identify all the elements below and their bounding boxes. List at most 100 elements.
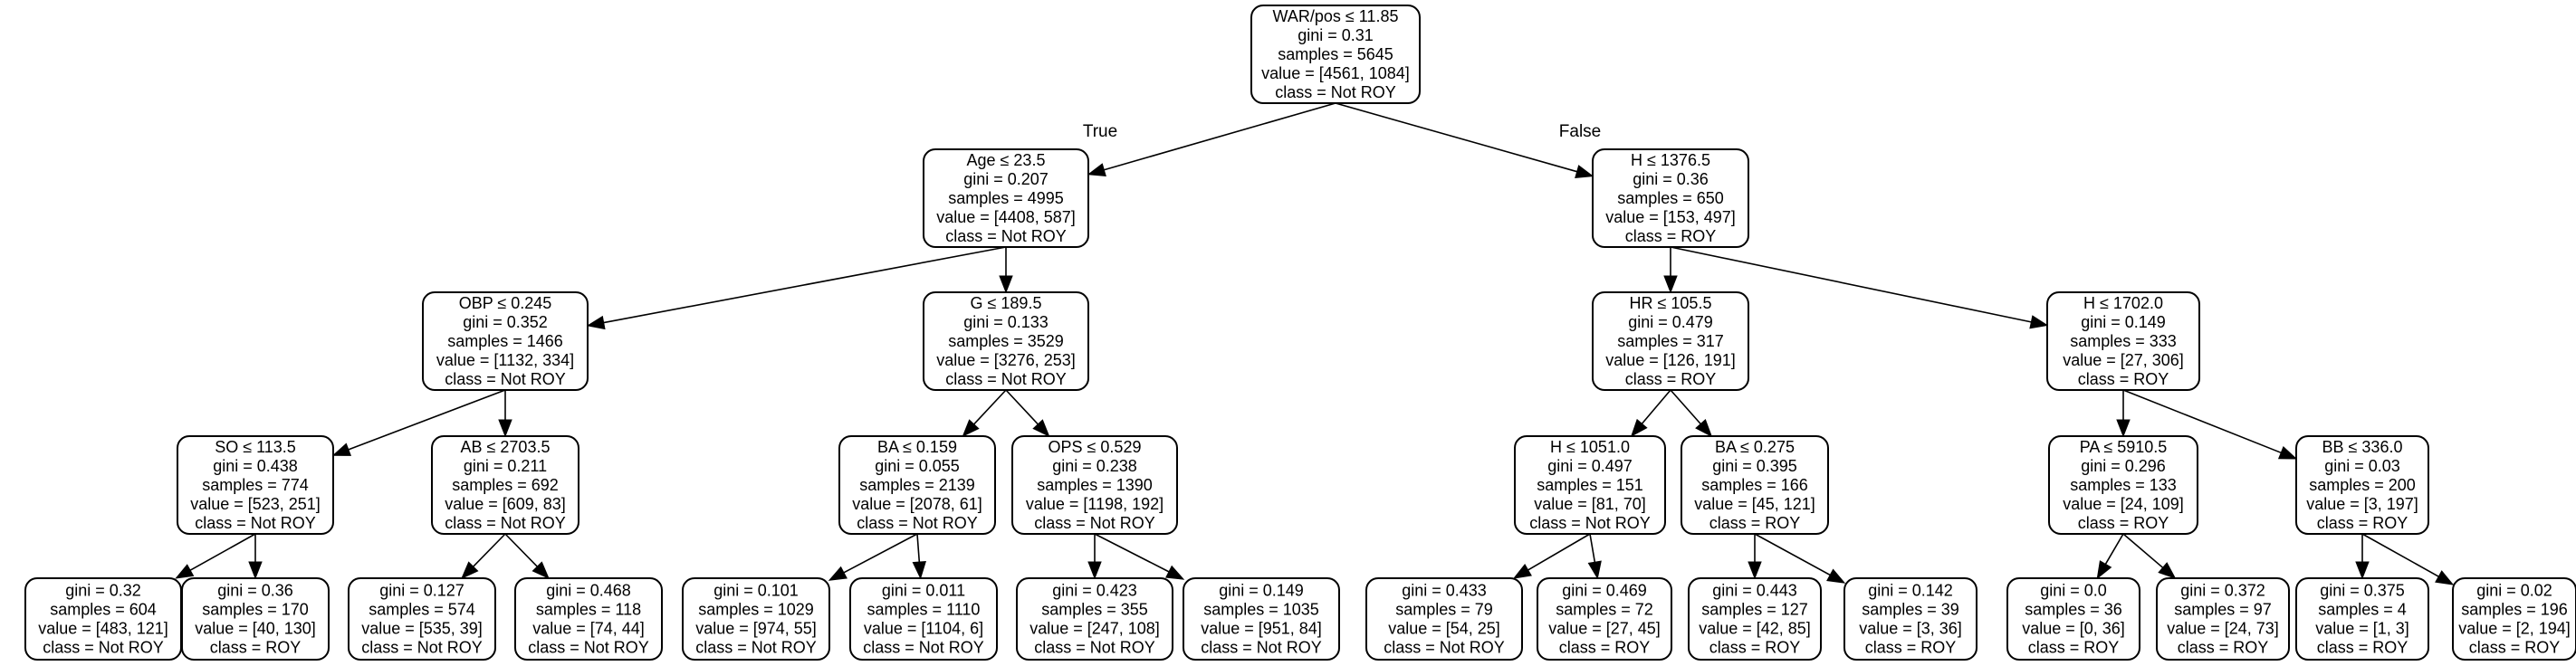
arrowhead-n6-n14 (2277, 445, 2298, 460)
node-text-line: class = Not ROY (945, 370, 1067, 388)
node-box (2295, 435, 2429, 535)
arrowhead-n10-n21 (1087, 561, 1102, 580)
node-text-line: class = Not ROY (863, 639, 984, 657)
node-box (849, 577, 998, 661)
node-box (923, 148, 1089, 248)
arrowhead-n8-n17 (461, 561, 479, 579)
arrowhead-n11-n24 (1587, 560, 1602, 580)
node-box (177, 435, 334, 535)
node-text-line: value = [3, 197] (2306, 495, 2418, 513)
arrowhead-n2-n5 (1663, 275, 1678, 294)
node-box (1681, 435, 1829, 535)
node-text-line: gini = 0.468 (546, 582, 631, 600)
node-text-line: value = [27, 45] (1548, 620, 1661, 638)
node-box (2156, 577, 2290, 661)
node-text-line: samples = 574 (369, 601, 475, 619)
node-box (2006, 577, 2140, 661)
arrowhead-n3-n8 (498, 419, 512, 438)
node-text-line: value = [4408, 587] (936, 208, 1076, 226)
edge-n9-n20 (916, 533, 921, 563)
node-text-line: gini = 0.207 (963, 170, 1049, 188)
node-text-line: samples = 604 (50, 601, 157, 619)
node-text-line: samples = 72 (1556, 601, 1653, 619)
node-text-line: WAR/pos ≤ 11.85 (1273, 7, 1399, 25)
node-text-line: samples = 333 (2070, 332, 2177, 350)
node-box (422, 291, 589, 391)
edge-n5-n12 (1670, 389, 1701, 425)
node-text-line: class = Not ROY (361, 639, 483, 657)
node-text-line: gini = 0.443 (1712, 582, 1797, 600)
node-text-line: PA ≤ 5910.5 (2080, 438, 2168, 456)
node-text-line: value = [483, 121] (38, 620, 168, 638)
node-text-line: class = Not ROY (1384, 639, 1505, 657)
node-text-line: samples = 127 (1701, 601, 1808, 619)
node-text-line: samples = 151 (1537, 476, 1643, 494)
node-text-line: H ≤ 1051.0 (1550, 438, 1630, 456)
edge-n14-n30 (2361, 533, 2439, 577)
node-text-line: gini = 0.479 (1628, 313, 1713, 331)
node-text-line: gini = 0.352 (463, 313, 548, 331)
node-text-line: value = [1198, 192] (1026, 495, 1164, 513)
node-text-line: class = ROY (1709, 639, 1801, 657)
node-text-line: BA ≤ 0.275 (1715, 438, 1795, 456)
node-text-line: value = [1132, 334] (436, 351, 574, 369)
edge-n0-n2 (1335, 102, 1577, 173)
arrowhead-n11-n23 (1512, 563, 1532, 579)
node-text-line: value = [1, 3] (2315, 620, 2409, 638)
edge-n6-n14 (2122, 389, 2282, 454)
node-text-line: value = [0, 36] (2022, 620, 2125, 638)
arrowhead-n10-n22 (1165, 565, 1185, 580)
node-text-line: H ≤ 1702.0 (2083, 294, 2163, 312)
node-text-line: value = [153, 497] (1605, 208, 1736, 226)
node-text-line: samples = 774 (202, 476, 309, 494)
node-text-line: value = [42, 85] (1699, 620, 1811, 638)
edge-n1-n3 (603, 246, 1007, 324)
node-text-line: gini = 0.36 (1633, 170, 1709, 188)
node-text-line: samples = 39 (1862, 601, 1959, 619)
node-text-line: samples = 3529 (948, 332, 1064, 350)
node-text-line: gini = 0.133 (963, 313, 1049, 331)
node-text-line: samples = 170 (202, 601, 309, 619)
node-text-line: class = Not ROY (1201, 639, 1322, 657)
node-text-line: gini = 0.296 (2081, 457, 2166, 475)
node-text-line: class = Not ROY (1034, 639, 1155, 657)
node-text-line: class = ROY (2078, 370, 2169, 388)
node-box (1016, 577, 1173, 661)
edge-n12-n26 (1754, 533, 1831, 576)
node-text-line: class = Not ROY (857, 514, 978, 532)
node-text-line: gini = 0.149 (2081, 313, 2166, 331)
node-text-line: class = ROY (1865, 639, 1957, 657)
edge-n13-n28 (2122, 533, 2164, 568)
node-text-line: gini = 0.469 (1562, 582, 1647, 600)
node-text-line: gini = 0.011 (882, 582, 965, 600)
node-text-line: samples = 355 (1041, 601, 1148, 619)
node-box (1688, 577, 1822, 661)
node-text-line: G ≤ 189.5 (971, 294, 1042, 312)
arrowhead-n3-n7 (331, 442, 352, 456)
node-text-line: gini = 0.438 (213, 457, 298, 475)
node-text-line: samples = 692 (452, 476, 559, 494)
node-text-line: value = [974, 55] (695, 620, 817, 638)
node-text-line: value = [3, 36] (1859, 620, 1962, 638)
node-text-line: gini = 0.497 (1547, 457, 1633, 475)
node-text-line: gini = 0.02 (2476, 582, 2552, 600)
node-text-line: samples = 650 (1617, 189, 1724, 207)
node-text-line: class = ROY (1625, 370, 1717, 388)
node-text-line: class = ROY (210, 639, 302, 657)
node-box (1250, 5, 1421, 104)
node-text-line: class = Not ROY (195, 514, 316, 532)
node-text-line: class = Not ROY (445, 370, 566, 388)
node-text-line: samples = 36 (2025, 601, 2122, 619)
